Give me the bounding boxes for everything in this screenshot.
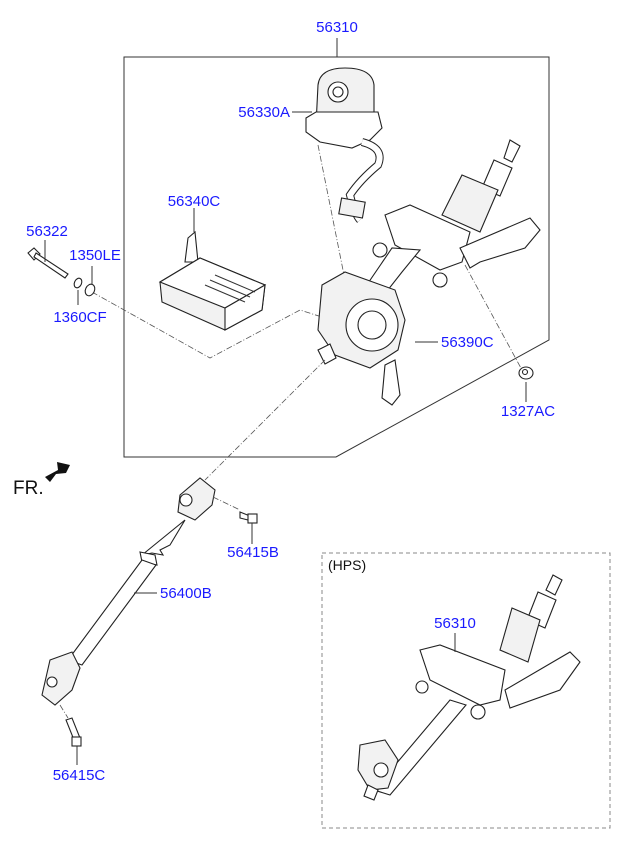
label-56310[interactable]: 56310 (316, 19, 358, 36)
label-56322[interactable]: 56322 (26, 223, 68, 240)
steering-column-part (317, 139, 541, 406)
nut-1327AC-part (518, 366, 534, 380)
front-direction-label: FR. (13, 478, 44, 499)
label-1350LE[interactable]: 1350LE (69, 247, 121, 264)
label-56390C[interactable]: 56390C (441, 334, 494, 351)
label-56400B[interactable]: 56400B (160, 585, 212, 602)
front-direction-indicator[interactable]: FR. (13, 462, 70, 499)
label-56330A[interactable]: 56330A (238, 104, 290, 121)
label-hps-56310[interactable]: 56310 (434, 615, 476, 632)
hps-column-part (357, 574, 581, 801)
front-arrow-icon (45, 462, 70, 482)
hps-box-title: (HPS) (328, 557, 366, 573)
assembly-frame (123, 56, 550, 458)
intermediate-shaft-part (41, 477, 216, 706)
label-56415B[interactable]: 56415B (227, 544, 279, 561)
label-1360CF[interactable]: 1360CF (53, 309, 106, 326)
hps-box (321, 552, 611, 829)
label-1327AC[interactable]: 1327AC (501, 403, 555, 420)
label-56415C[interactable]: 56415C (53, 767, 106, 784)
label-56340C[interactable]: 56340C (168, 193, 221, 210)
washer-1360CF (73, 277, 83, 289)
bolt-56415B-part (239, 511, 258, 524)
motor-part (305, 67, 384, 223)
bolt-56322-part (27, 247, 69, 279)
washer-1350LE (84, 283, 96, 297)
bolt-56415C-part (65, 717, 82, 747)
ecu-part (158, 230, 267, 331)
